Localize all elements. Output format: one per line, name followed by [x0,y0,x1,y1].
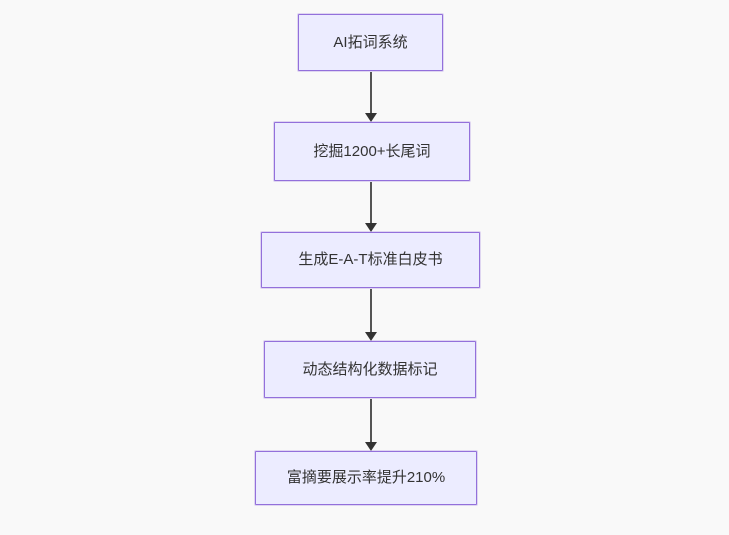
edge-line [369,72,372,113]
flow-node-label: AI拓词系统 [333,33,408,51]
flow-edge-2 [364,182,377,232]
arrow-down-icon [364,113,377,122]
arrow-down-icon [364,223,377,232]
arrow-down-icon [364,442,377,451]
flow-edge-1 [364,72,377,122]
edge-line [369,182,372,223]
flow-node-eat-whitepaper: 生成E-A-T标准白皮书 [261,232,480,288]
flow-edge-4 [364,399,377,451]
flow-node-rich-snippet-result: 富摘要展示率提升210% [255,451,477,505]
flow-node-label: 挖掘1200+长尾词 [313,142,431,160]
flow-node-label: 生成E-A-T标准白皮书 [298,251,443,268]
flow-node-structured-data: 动态结构化数据标记 [264,341,476,398]
arrow-down-icon [364,332,377,341]
flow-node-label: 动态结构化数据标记 [302,360,438,378]
edge-line [369,399,372,442]
edge-line [369,289,372,332]
flow-node-longtail-mining: 挖掘1200+长尾词 [274,122,470,181]
flow-node-label: 富摘要展示率提升210% [286,469,446,486]
flow-node-ai-word-expansion: AI拓词系统 [298,14,443,71]
flow-edge-3 [364,289,377,341]
